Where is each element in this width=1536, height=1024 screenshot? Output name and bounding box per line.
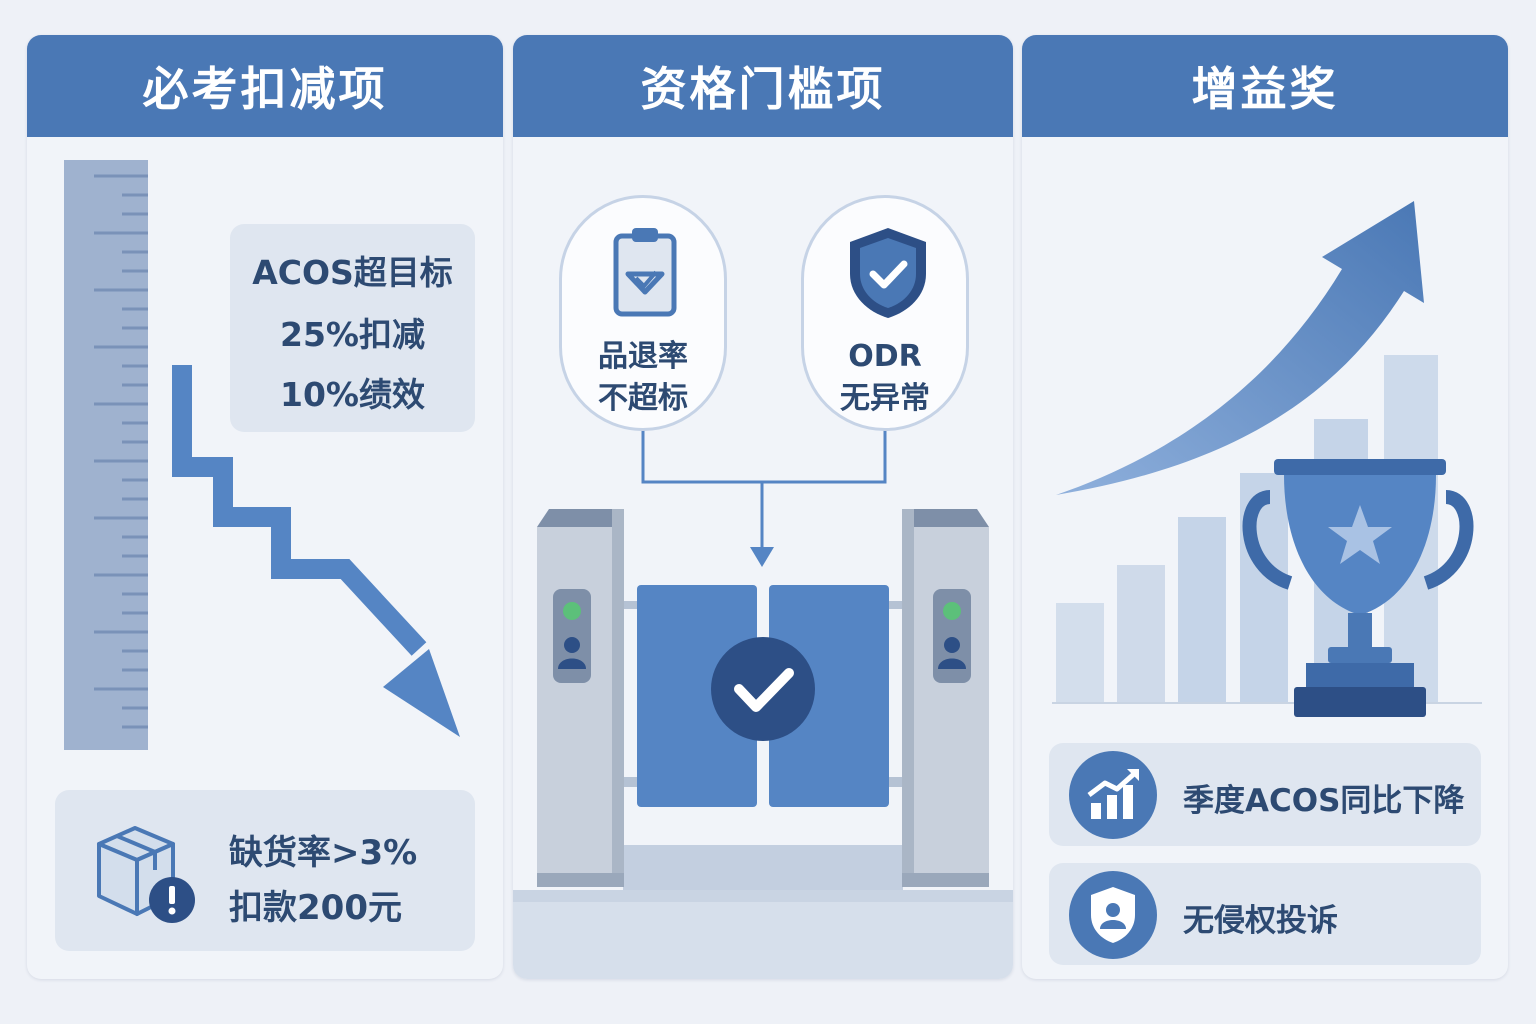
threshold-panel-title: 资格门槛项 <box>513 35 1013 137</box>
acos-card-line3: 10%绩效 <box>280 375 425 414</box>
deduction-panel: 必考扣减项 ACOS超目标 25%扣减 10%绩效 缺货率>3% 扣 <box>27 35 503 979</box>
acos-card: ACOS超目标 25%扣减 10%绩效 <box>230 224 475 432</box>
return-rate-bubble: 品退率 不超标 <box>559 195 727 431</box>
clipboard-check-icon <box>613 228 677 317</box>
acos-card-line1: ACOS超目标 <box>252 253 453 292</box>
staircase-down-arrow-icon <box>172 365 460 737</box>
odr-line2: 无异常 <box>840 381 930 416</box>
odr-line1: ODR <box>848 339 922 374</box>
bonus-item-acos: 季度ACOS同比下降 <box>1049 743 1481 846</box>
bonus-item-acos-label: 季度ACOS同比下降 <box>1183 783 1465 819</box>
growth-chart-icon <box>1069 751 1157 839</box>
return-rate-line1: 品退率 <box>598 339 688 374</box>
connector-arrow <box>641 430 887 567</box>
check-circle-icon <box>711 637 815 741</box>
bonus-panel: 增益奖 <box>1022 35 1508 979</box>
stock-card-line2: 扣款200元 <box>229 888 402 928</box>
bonus-item-no-infringement-label: 无侵权投诉 <box>1183 903 1338 939</box>
threshold-panel: 资格门槛项 品退率 不超标 ODR 无异常 <box>513 35 1013 979</box>
shield-user-icon <box>1069 871 1157 959</box>
return-rate-line2: 不超标 <box>598 381 688 416</box>
stock-card: 缺货率>3% 扣款200元 <box>55 790 475 951</box>
stock-card-line1: 缺货率>3% <box>229 833 418 873</box>
acos-card-line2: 25%扣减 <box>280 315 425 354</box>
deduction-panel-title: 必考扣减项 <box>27 35 503 137</box>
growth-trophy-illustration <box>1052 201 1482 717</box>
ruler-icon <box>64 160 148 750</box>
odr-bubble: ODR 无异常 <box>801 195 969 431</box>
exclamation-icon <box>149 877 195 923</box>
bonus-item-no-infringement: 无侵权投诉 <box>1049 863 1481 965</box>
bonus-panel-title: 增益奖 <box>1022 35 1508 137</box>
shield-check-icon <box>850 228 926 318</box>
turnstile-gate-illustration <box>513 509 1013 979</box>
